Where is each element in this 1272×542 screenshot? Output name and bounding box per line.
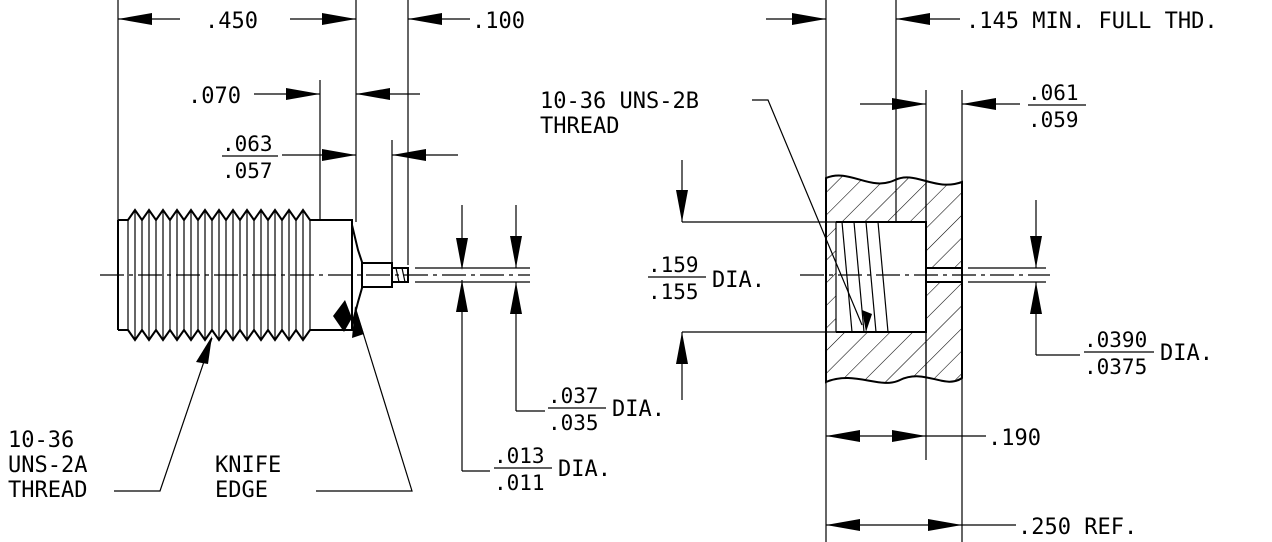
pin-dia-denominator: .035 bbox=[548, 411, 599, 435]
dim-plug-length: .450 bbox=[205, 9, 258, 34]
jack-part: .145 MIN. FULL THD. .061 .059 10-36 UNS-… bbox=[540, 0, 1218, 542]
hole-dia-numerator: .0390 bbox=[1084, 328, 1147, 352]
step-numerator: .061 bbox=[1028, 81, 1079, 105]
jack-thread-line2: THREAD bbox=[540, 114, 619, 139]
knife-line2: EDGE bbox=[215, 478, 268, 503]
pin-dia-numerator: .037 bbox=[548, 384, 599, 408]
dim-shoulder: .070 bbox=[188, 84, 241, 109]
hole-dia-denominator: .0375 bbox=[1084, 355, 1147, 379]
knife-line1: KNIFE bbox=[215, 453, 281, 478]
step-denominator: .059 bbox=[1028, 108, 1079, 132]
tip-dia-denominator: .011 bbox=[494, 471, 545, 495]
jack-section bbox=[825, 174, 963, 384]
dim-gap-denominator: .057 bbox=[222, 159, 273, 183]
tip-dia-numerator: .013 bbox=[494, 444, 545, 468]
dim-overall: .250 REF. bbox=[1018, 515, 1137, 540]
bore-dia-denominator: .155 bbox=[648, 280, 699, 304]
bore-dia-numerator: .159 bbox=[648, 253, 699, 277]
plug-thread-line1: 10-36 bbox=[8, 428, 74, 453]
dim-full-thread: .145 MIN. FULL THD. bbox=[966, 9, 1218, 34]
plug-thread-line2: UNS-2A bbox=[8, 453, 87, 478]
jack-thread-line1: 10-36 UNS-2B bbox=[540, 89, 699, 114]
dim-pin-length: .100 bbox=[472, 9, 525, 34]
tip-dia-suffix: DIA. bbox=[558, 457, 611, 482]
plug-part: .450 .100 .070 .063 .057 .037 .035 DIA. bbox=[8, 0, 665, 503]
hole-dia-suffix: DIA. bbox=[1160, 341, 1213, 366]
dim-gap-numerator: .063 bbox=[222, 132, 273, 156]
plug-thread-line3: THREAD bbox=[8, 478, 87, 503]
bore-dia-suffix: DIA. bbox=[712, 268, 765, 293]
dim-depth: .190 bbox=[988, 426, 1041, 451]
pin-dia-suffix: DIA. bbox=[612, 397, 665, 422]
